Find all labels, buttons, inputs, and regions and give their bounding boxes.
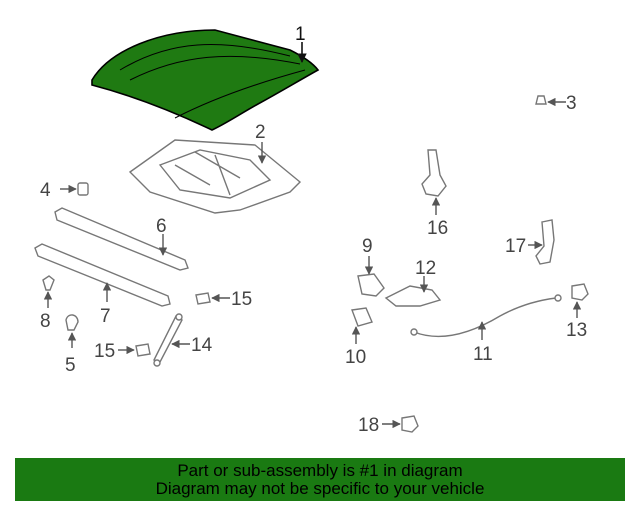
clip-part-18[interactable] bbox=[401, 415, 419, 433]
hinge-part-16[interactable] bbox=[421, 149, 447, 197]
callout-7: 7 bbox=[100, 306, 111, 327]
latch-part-9[interactable] bbox=[357, 273, 385, 297]
seal-part-7[interactable] bbox=[34, 243, 171, 307]
callout-11: 11 bbox=[473, 344, 493, 365]
parts-diagram: 1 2 3 4 6 7 8 5 15 bbox=[34, 24, 589, 436]
callout-3: 3 bbox=[566, 93, 577, 114]
latch-part-10[interactable] bbox=[351, 307, 373, 327]
strut-part-14[interactable] bbox=[153, 313, 183, 367]
info-banner: Part or sub-assembly is #1 in diagram Di… bbox=[15, 458, 625, 501]
callout-14: 14 bbox=[191, 335, 213, 356]
stud-part-15a[interactable] bbox=[195, 292, 211, 305]
callout-4: 4 bbox=[40, 180, 51, 201]
callout-1: 1 bbox=[295, 24, 306, 45]
pin-part-8[interactable] bbox=[42, 275, 55, 291]
callout-15a: 15 bbox=[231, 289, 252, 310]
callout-16: 16 bbox=[427, 218, 448, 239]
callout-18: 18 bbox=[358, 415, 379, 436]
banner-line-2: Diagram may not be specific to your vehi… bbox=[155, 478, 485, 498]
callout-13: 13 bbox=[566, 320, 587, 341]
stud-part-15b[interactable] bbox=[135, 343, 151, 357]
hinge-part-17[interactable] bbox=[535, 219, 555, 265]
bracket-part-12[interactable] bbox=[384, 285, 442, 307]
retainer-part-5[interactable] bbox=[65, 314, 79, 331]
handle-part-13[interactable] bbox=[571, 283, 589, 301]
hood-inner-panel-part[interactable] bbox=[128, 139, 302, 214]
seal-part-6[interactable] bbox=[54, 207, 189, 271]
hood-part[interactable] bbox=[91, 29, 320, 131]
callout-15b: 15 bbox=[94, 341, 115, 362]
callout-2: 2 bbox=[255, 122, 266, 143]
callout-8: 8 bbox=[40, 311, 51, 332]
banner-line-1: Part or sub-assembly is #1 in diagram bbox=[177, 460, 463, 480]
callout-12: 12 bbox=[415, 258, 436, 279]
callout-10: 10 bbox=[345, 347, 366, 368]
cable-part-11[interactable] bbox=[410, 294, 562, 338]
bumper-part-4[interactable] bbox=[77, 182, 89, 196]
callout-17: 17 bbox=[505, 236, 526, 257]
clip-part-3[interactable] bbox=[535, 95, 547, 105]
callout-9: 9 bbox=[362, 236, 373, 257]
callout-6: 6 bbox=[156, 216, 167, 237]
callout-5: 5 bbox=[65, 355, 76, 376]
